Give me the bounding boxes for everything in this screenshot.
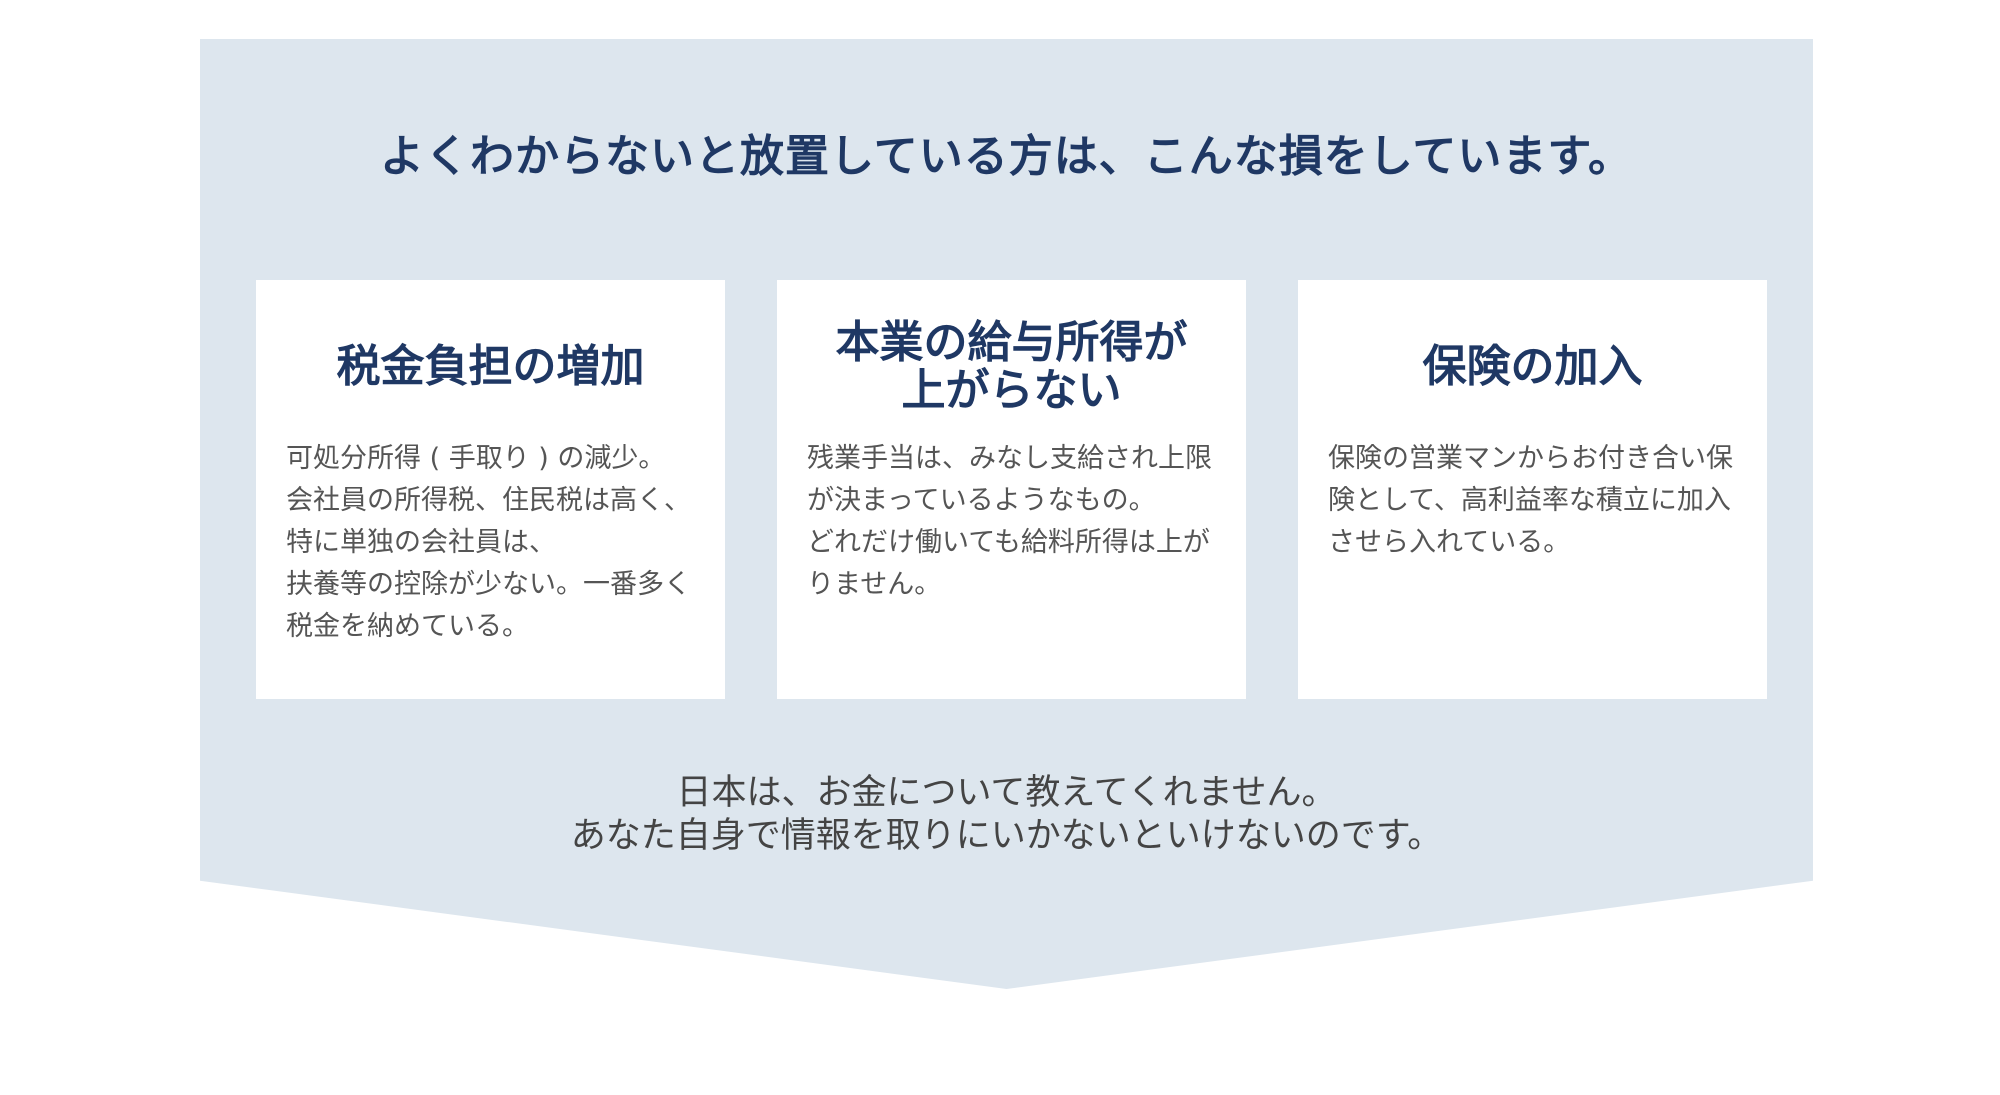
- card-body: 可処分所得 ( 手取り ) の減少。 会社員の所得税、住民税は高く、 特に単独の…: [286, 443, 691, 642]
- info-card-insurance: 保険の加入 保険の営業マンからお付き合い保険として、高利益率な積立に加入させら入…: [1298, 280, 1767, 699]
- card-body: 保険の営業マンからお付き合い保険として、高利益率な積立に加入させら入れている。: [1328, 443, 1733, 558]
- card-title: 税金負担の増加: [336, 341, 645, 392]
- card-title: 保険の加入: [1422, 341, 1643, 392]
- info-card-tax-burden: 税金負担の増加 可処分所得 ( 手取り ) の減少。 会社員の所得税、住民税は高…: [256, 280, 725, 699]
- closing-message: 日本は、お金について教えてくれません。 あなた自身で情報を取りにいかないといけな…: [570, 773, 1443, 856]
- section-headline: よくわからないと放置している方は、こんな損をしています。: [380, 131, 1633, 182]
- info-card-salary: 本業の給与所得が 上がらない 残業手当は、みなし支給され上限が決まっているような…: [777, 280, 1246, 699]
- card-title: 本業の給与所得が 上がらない: [835, 317, 1188, 416]
- card-body: 残業手当は、みなし支給され上限が決まっているようなもの。 どれだけ働いても給料所…: [807, 443, 1212, 600]
